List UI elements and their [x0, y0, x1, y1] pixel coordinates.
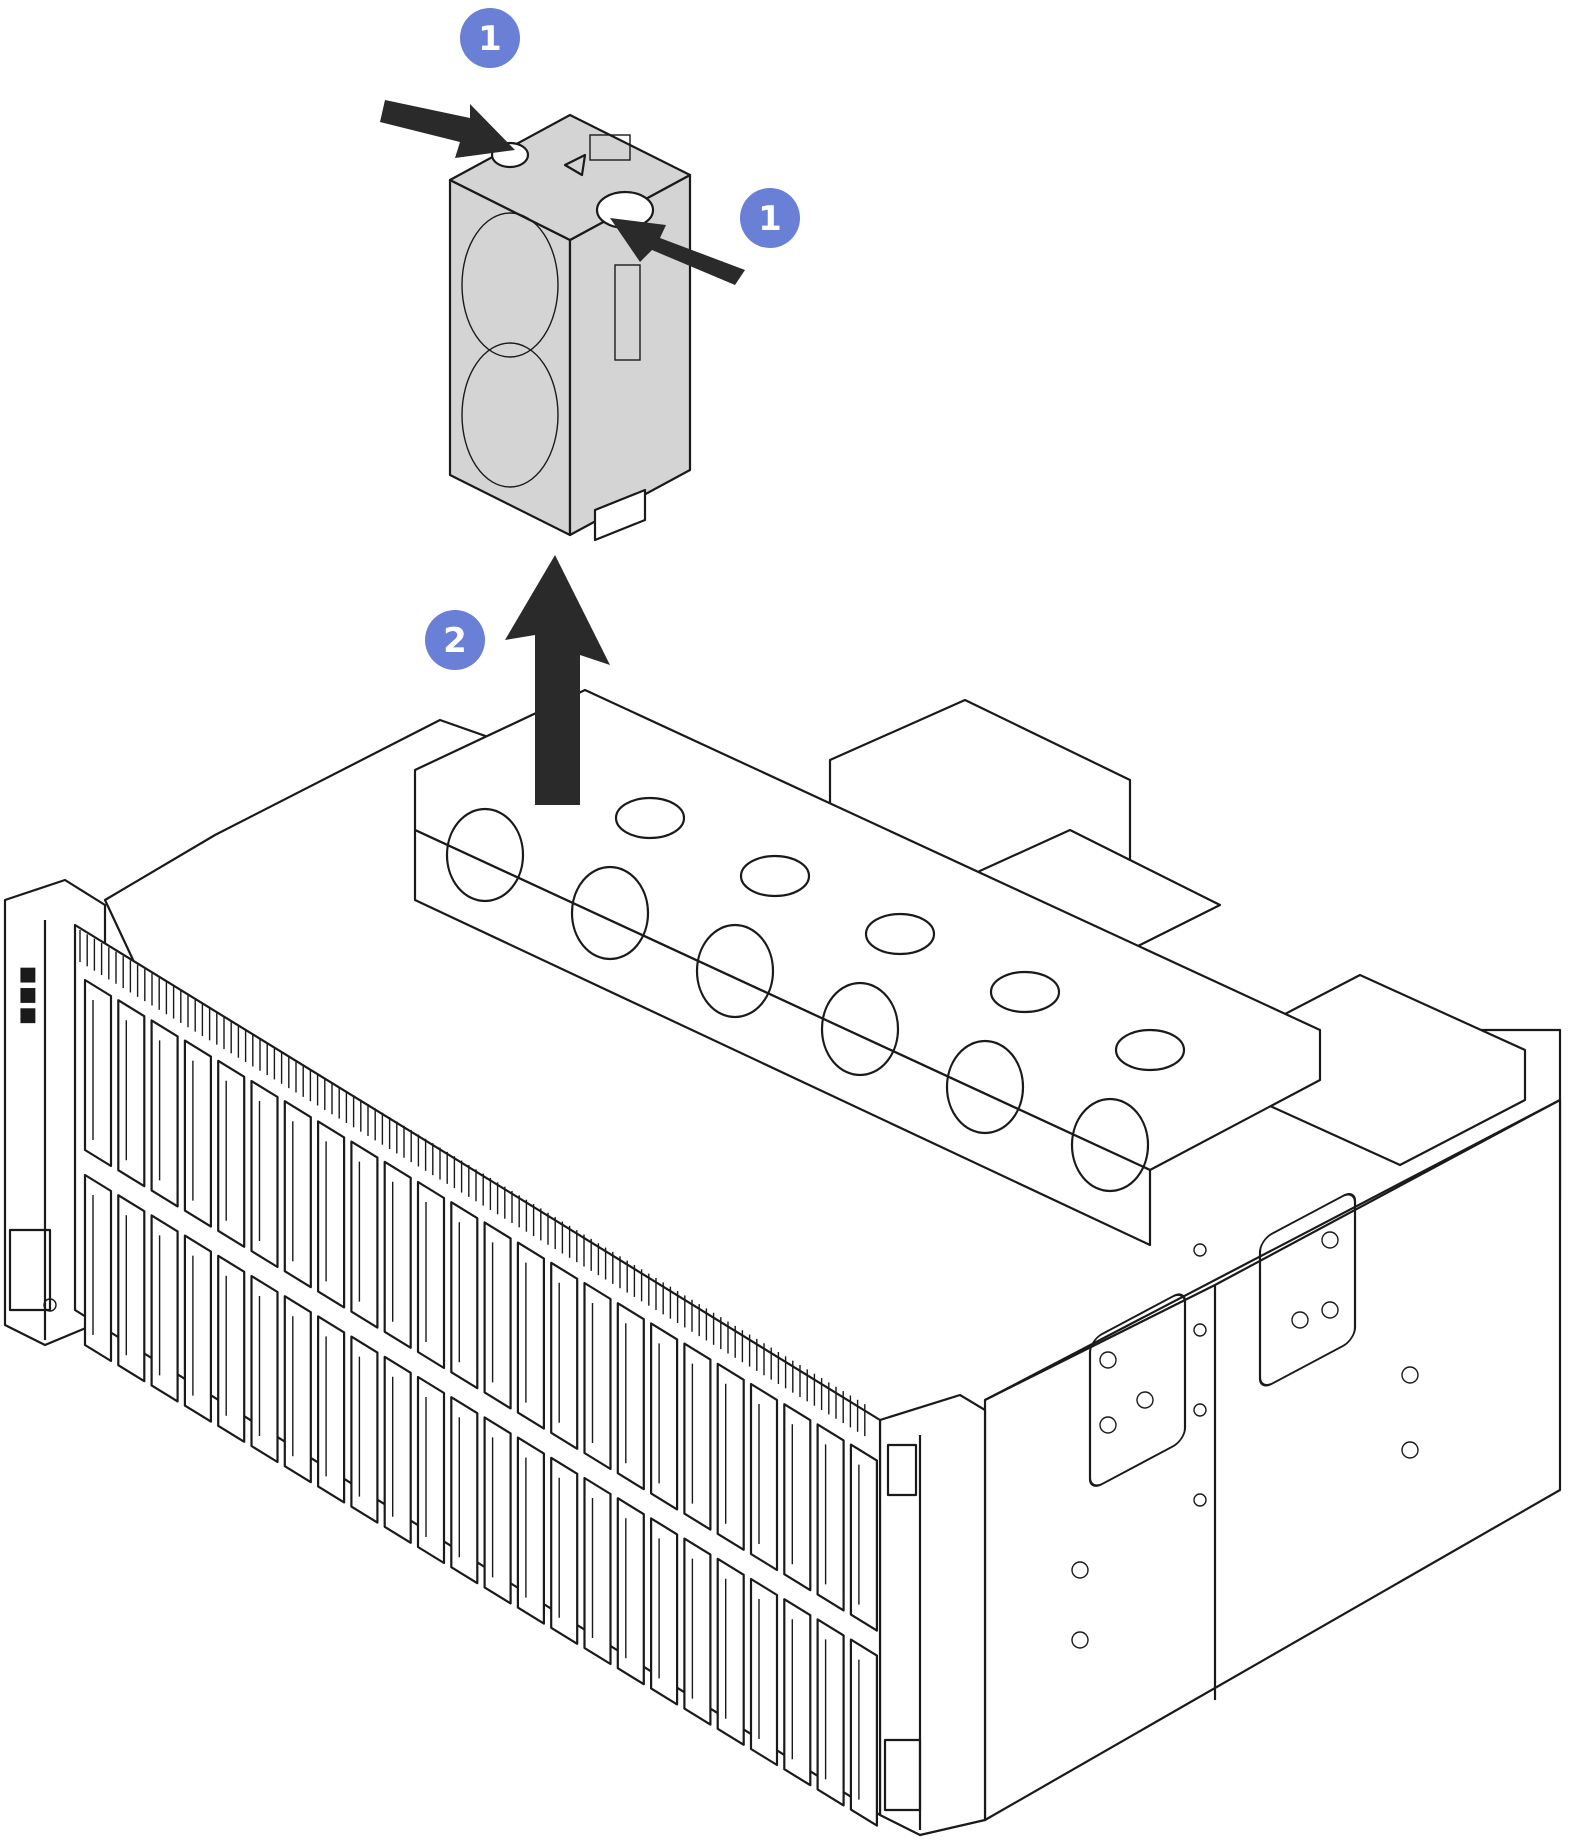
- drive-bay: [583, 1281, 612, 1471]
- drive-bay: [683, 1342, 712, 1531]
- drive-bay: [416, 1375, 446, 1565]
- installed-fan: [445, 807, 525, 903]
- drive-bay: [283, 1100, 312, 1289]
- drive-bay: [317, 1120, 346, 1309]
- drive-bay: [849, 1638, 879, 1827]
- drive-bay: [816, 1618, 845, 1807]
- drive-bay: [350, 1140, 379, 1329]
- installed-fan: [1070, 1097, 1150, 1193]
- fan-cage: [413, 688, 1322, 1247]
- drive-bay: [383, 1355, 412, 1544]
- drive-bay: [483, 1221, 512, 1410]
- drive-bay: [217, 1254, 246, 1443]
- drive-bay: [616, 1302, 645, 1491]
- drive-bay: [749, 1577, 779, 1767]
- drive-bay: [716, 1362, 745, 1551]
- drive-bay: [516, 1436, 546, 1625]
- fan-module: [448, 113, 692, 542]
- panel-holes: [1071, 1231, 1419, 1649]
- callout-circle: [740, 188, 800, 248]
- drive-bay: [250, 1079, 279, 1269]
- fan-handle: [989, 970, 1061, 1014]
- drive-bay: [450, 1201, 479, 1390]
- drive-bay: [583, 1476, 612, 1666]
- drive-bay: [849, 1443, 879, 1632]
- drive-bay: [150, 1214, 179, 1403]
- drive-bay: [483, 1416, 512, 1605]
- drive-bay: [550, 1261, 579, 1450]
- callout-number: 1: [758, 199, 782, 239]
- drive-bay: [317, 1315, 346, 1504]
- drive-bay: [550, 1456, 579, 1645]
- drive-bay: [783, 1598, 812, 1787]
- drive-bay: [516, 1241, 546, 1430]
- drive-bay: [83, 978, 113, 1168]
- drive-bay: [83, 1173, 113, 1363]
- drive-bay: [716, 1557, 745, 1746]
- lift-arrow: [505, 555, 610, 805]
- press-arrow: [610, 218, 745, 285]
- drive-bay: [183, 1234, 212, 1423]
- drive-bay: [816, 1423, 845, 1612]
- callout-number: 1: [478, 19, 502, 59]
- callout-1: 1: [460, 8, 520, 68]
- drive-bay: [450, 1396, 479, 1585]
- drive-bay: [616, 1497, 645, 1686]
- callout-3: 2: [425, 610, 485, 670]
- drive-bay: [117, 999, 146, 1188]
- drive-bay: [350, 1335, 379, 1524]
- drive-bay: [150, 1019, 179, 1208]
- drive-bay: [250, 1274, 279, 1464]
- right-rack-ear: [878, 1393, 987, 1837]
- drive-bay: [783, 1403, 812, 1592]
- drive-bay: [683, 1537, 712, 1726]
- drive-bays: [79, 930, 879, 1827]
- callout-circle: [425, 610, 485, 670]
- drive-bay: [117, 1194, 146, 1383]
- fan-handle: [864, 912, 936, 956]
- drive-bay: [383, 1160, 412, 1349]
- fan-handle: [739, 854, 811, 898]
- svg-text:▪▪▪: ▪▪▪: [12, 965, 47, 1026]
- callout-circle: [460, 8, 520, 68]
- callout-number: 2: [443, 621, 467, 661]
- installed-fan: [570, 865, 650, 961]
- press-arrow: [380, 100, 515, 158]
- drive-bay: [649, 1322, 679, 1511]
- fan-handle: [614, 796, 686, 840]
- drive-bay: [649, 1517, 679, 1706]
- fan-handle: [1114, 1028, 1186, 1072]
- drive-bay: [283, 1295, 312, 1484]
- installed-fan: [945, 1039, 1025, 1135]
- drive-bay: [217, 1059, 246, 1248]
- drive-bay: [749, 1382, 779, 1572]
- drive-bay: [183, 1039, 212, 1228]
- installed-fan: [695, 923, 775, 1019]
- callout-2: 1: [740, 188, 800, 248]
- installed-fan: [820, 981, 900, 1077]
- drive-bay: [416, 1180, 446, 1370]
